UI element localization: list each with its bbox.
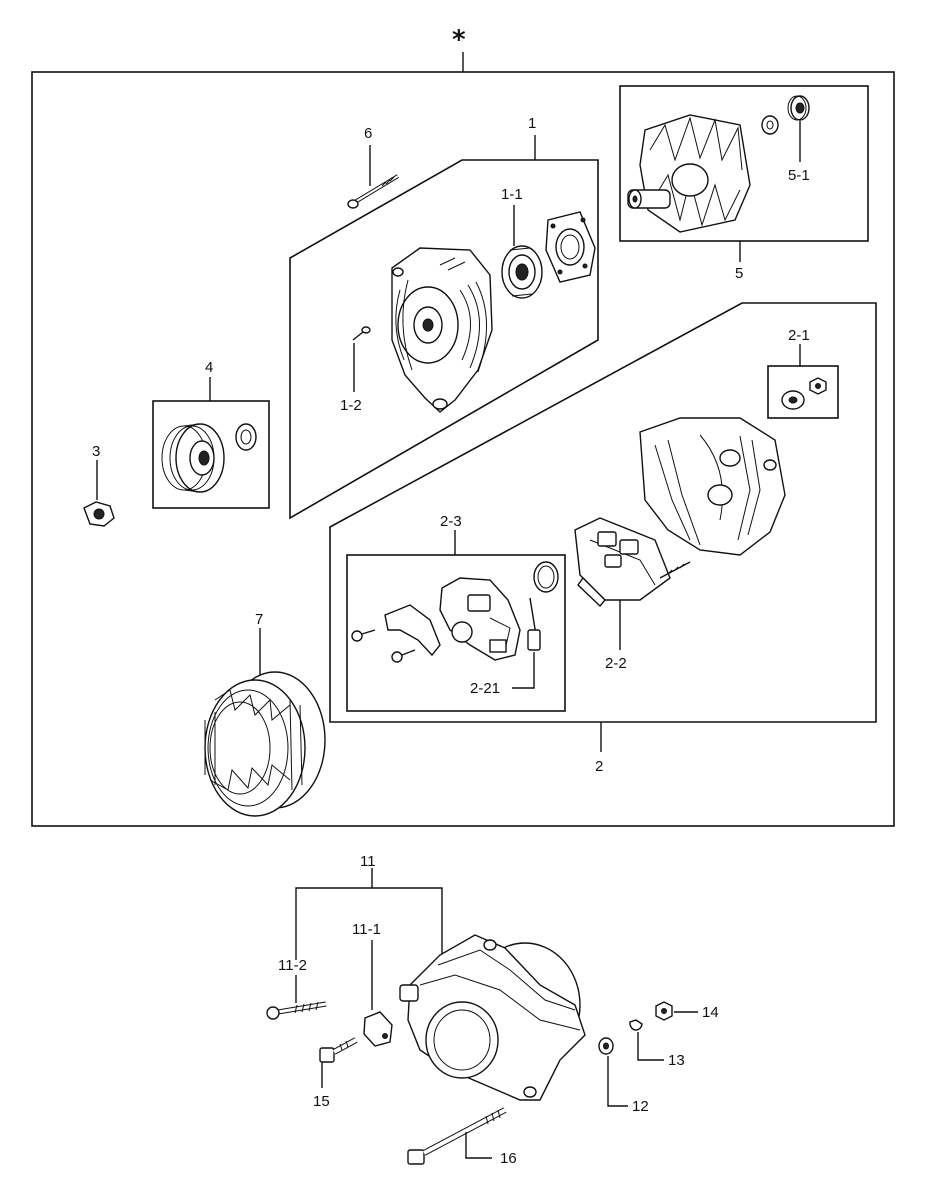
label-11: 11 — [360, 853, 376, 870]
through-bolt-6 — [347, 174, 400, 209]
group-2-1-box — [767, 365, 839, 419]
regulator-screw-lower — [391, 649, 416, 663]
assembly-asterisk: * — [452, 25, 466, 55]
label-2: 2 — [595, 758, 603, 775]
bearing-retainer-plate — [545, 211, 596, 283]
rear-bracket — [639, 417, 786, 556]
brush-2-21 — [527, 597, 541, 651]
insulator-2-1 — [781, 377, 827, 410]
label-2-2: 2-2 — [605, 655, 627, 672]
nut-block-11-1 — [363, 1011, 393, 1047]
label-4: 4 — [205, 359, 213, 376]
bearing-5-1 — [787, 95, 810, 121]
nut-3 — [83, 501, 115, 527]
leader-11-bracket — [295, 887, 443, 960]
label-1: 1 — [528, 115, 536, 132]
label-1-1: 1-1 — [501, 186, 523, 203]
group-2-box — [329, 302, 877, 723]
label-15: 15 — [313, 1093, 330, 1110]
label-12: 12 — [632, 1098, 649, 1115]
label-11-2: 11-2 — [278, 957, 307, 974]
pulley — [161, 423, 225, 493]
bolt-16 — [407, 1107, 507, 1165]
leader-12 — [607, 1056, 628, 1107]
leader-13 — [637, 1032, 664, 1061]
label-7: 7 — [255, 611, 263, 628]
group-2-3-box — [346, 554, 566, 712]
rectifier-2-2 — [574, 517, 691, 608]
group-1-box — [289, 159, 599, 520]
label-13: 13 — [668, 1052, 685, 1069]
washer-rotor — [761, 115, 779, 135]
spring-washer-13 — [629, 1019, 643, 1031]
label-2-3: 2-3 — [440, 513, 462, 530]
leader-2-21 — [512, 652, 535, 689]
label-2-1: 2-1 — [788, 327, 810, 344]
seal-ring — [533, 561, 559, 593]
front-bracket — [391, 247, 493, 413]
label-3: 3 — [92, 443, 100, 460]
group-4-box — [152, 400, 270, 509]
label-1-2: 1-2 — [340, 397, 362, 414]
nut-14 — [655, 1001, 673, 1021]
label-2-21: 2-21 — [470, 680, 500, 697]
spacer-4 — [235, 423, 257, 451]
adjusting-bolt-11-2 — [266, 1001, 327, 1020]
label-14: 14 — [702, 1004, 719, 1021]
alternator-body — [399, 934, 586, 1101]
rotor — [627, 114, 751, 233]
bolt-15 — [319, 1037, 358, 1063]
regulator-2-3 — [439, 577, 521, 661]
brush-holder-clip — [384, 604, 441, 657]
label-11-1: 11-1 — [352, 921, 381, 938]
label-5: 5 — [735, 265, 743, 282]
alternator-assembly-frame — [31, 71, 895, 827]
label-16: 16 — [500, 1150, 517, 1167]
regulator-screw-upper — [351, 629, 376, 642]
label-6: 6 — [364, 125, 372, 142]
washer-12 — [598, 1037, 614, 1055]
stator-7 — [204, 671, 326, 817]
screw-1-2 — [352, 326, 371, 341]
label-5-1: 5-1 — [788, 167, 810, 184]
group-5-box — [619, 85, 869, 242]
leader-16 — [465, 1132, 492, 1159]
bearing-1-1 — [501, 245, 543, 299]
